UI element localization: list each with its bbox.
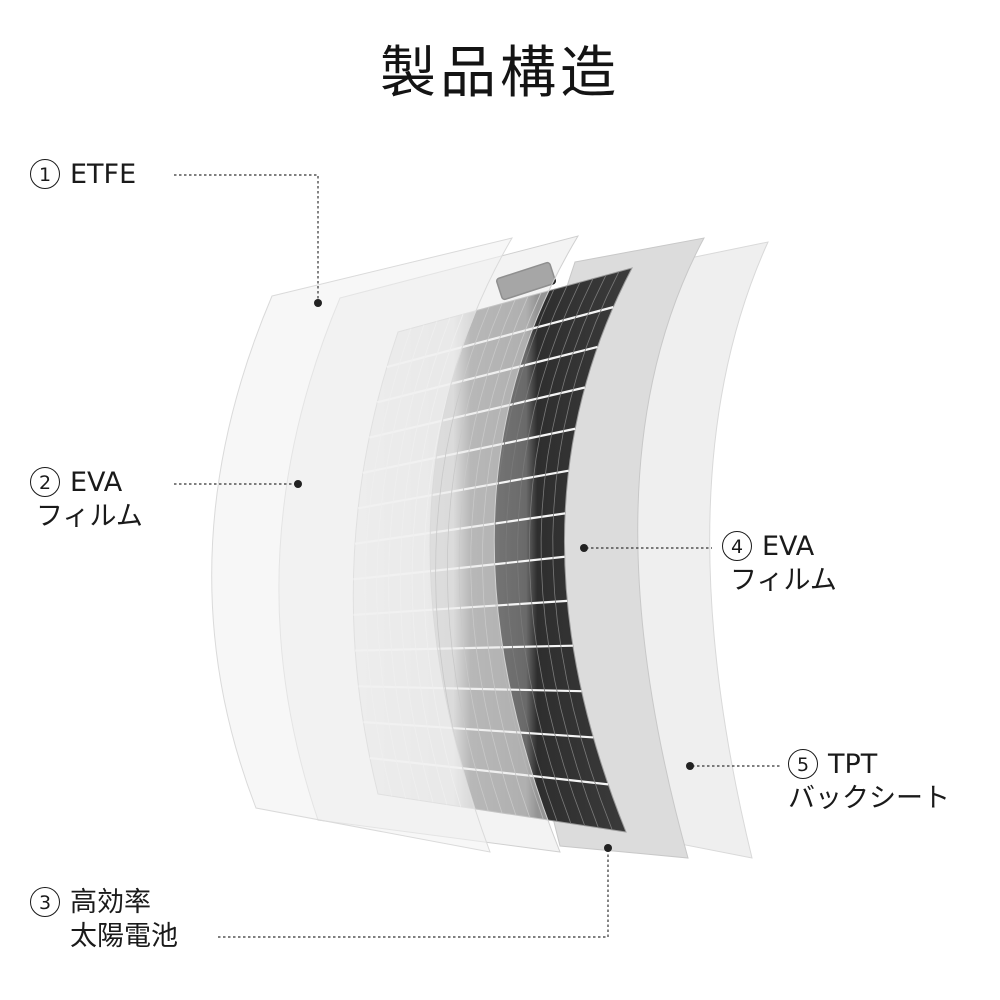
layer-number-1: 1 <box>30 159 60 189</box>
cell-column-line <box>517 282 581 824</box>
layer-number-3: 3 <box>30 887 60 917</box>
layer-name-1: ETFE <box>70 159 137 190</box>
cell-column-line <box>505 285 568 822</box>
leader-dot-2 <box>294 480 302 488</box>
label-etfe: 1 ETFE <box>30 158 136 192</box>
layer-name2-4: フィルム <box>730 565 837 596</box>
leader-lines <box>174 174 780 938</box>
label-eva-back: 4 EVA フィルム <box>722 530 837 598</box>
leader-dot-4 <box>580 544 588 552</box>
leader-line-3 <box>218 850 609 938</box>
cell-column-line <box>540 274 607 828</box>
layer-name2-2: フィルム <box>36 501 143 532</box>
layer-number-5: 5 <box>788 749 818 779</box>
leader-dot-1 <box>314 299 322 307</box>
cell-column-line <box>528 278 594 826</box>
label-tpt-backsheet: 5 TPT バックシート <box>788 748 950 816</box>
layer-name2-3: 太陽電池 <box>70 921 178 952</box>
layer-name2-5: バックシート <box>788 783 950 814</box>
label-solar-cells: 3 高効率 太陽電池 <box>30 886 178 954</box>
layer-name-2: EVA <box>70 467 123 498</box>
leader-dot-3 <box>604 844 612 852</box>
layer-name-4: EVA <box>762 531 815 562</box>
layer-number-2: 2 <box>30 467 60 497</box>
leader-line-1 <box>174 174 319 300</box>
label-eva-front: 2 EVA フィルム <box>30 466 143 534</box>
etfe-layer <box>211 237 514 853</box>
leader-dot-5 <box>686 762 694 770</box>
cell-column-line <box>552 271 620 831</box>
layer-name-3: 高効率 <box>70 887 151 918</box>
page-title: 製品構造 <box>380 41 620 106</box>
leader-dots <box>294 299 694 852</box>
layer-number-4: 4 <box>722 531 752 561</box>
layer-name-5: TPT <box>828 749 878 780</box>
